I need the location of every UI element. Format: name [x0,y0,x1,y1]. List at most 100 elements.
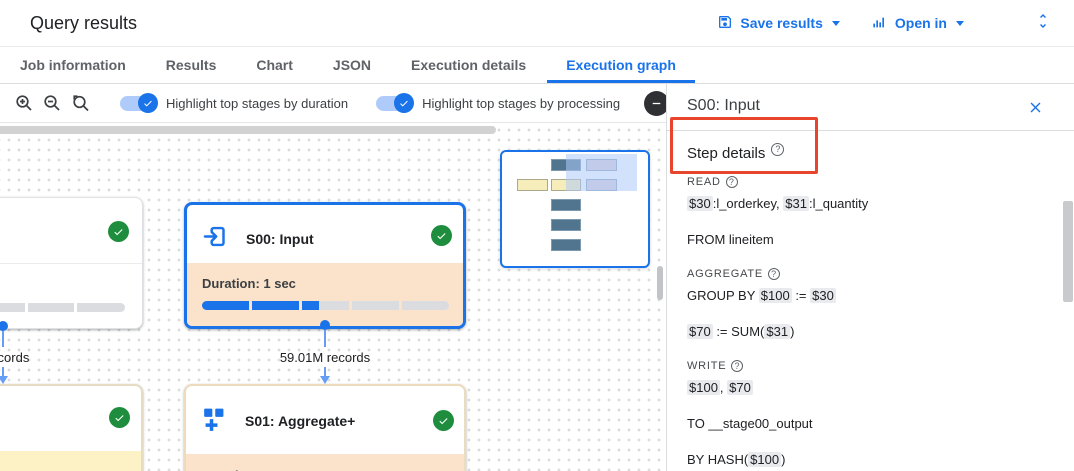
toggle-highlight-duration[interactable] [120,92,158,113]
help-icon[interactable]: ? [725,176,738,188]
panel-divider [667,130,1074,131]
tab-job-information[interactable]: Job information [20,56,126,73]
save-results-caret-icon [831,20,840,26]
step-details-heading: Step details? [687,142,785,162]
reset-zoom-icon [73,95,89,112]
save-results-button[interactable]: Save results [717,14,840,33]
open-in-button[interactable]: Open in [870,14,964,33]
toggle-highlight-processing[interactable] [376,92,415,113]
tab-bar: Job information Results Chart JSON Execution… [0,47,1074,84]
step-section-label: AGGREGATE? [687,267,1037,281]
step-value-line: GROUP BY $100 := $30 [687,288,836,303]
stage-progress-bar [0,303,128,312]
stage-card-left-bottom[interactable] [0,384,143,471]
stage-title: S01: Aggregate+ [245,412,356,429]
edge-line [2,367,4,376]
tab-execution-graph[interactable]: Execution graph [547,47,695,83]
stage-card-left-top[interactable] [0,197,143,329]
progress-segment [402,301,449,310]
panel-title: S00: Input [687,97,760,114]
step-value-line: $100, $70 [687,380,753,395]
reset-zoom-button[interactable] [70,91,90,115]
check-icon [400,100,408,106]
stage-card-s01[interactable]: S01: Aggregate+ Duration: [184,384,466,471]
vertical-scrollbar[interactable] [657,266,663,300]
stage-success-icon [109,407,130,428]
help-icon[interactable]: ? [731,360,744,372]
panel-scrollbar[interactable] [1063,201,1073,302]
execution-graph-pane: Highlight top stages by duration Highlig… [0,84,666,471]
stage-details-panel: S00: Input Step details? READ? $30:l_orde… [666,84,1074,471]
unfold-icon [1040,13,1046,28]
progress-segment [202,301,249,310]
zoom-out-icon [44,95,60,111]
tab-execution-details[interactable]: Execution details [411,56,527,73]
zoom-out-button[interactable] [42,91,62,115]
help-icon[interactable]: ? [771,142,785,156]
duration-highlight-area [187,263,463,326]
stage-success-icon [433,410,454,431]
minimap-viewport[interactable] [566,154,637,191]
tab-chart[interactable]: Chart [256,56,293,73]
horizontal-scrollbar[interactable] [0,126,496,134]
step-value-line: FROM lineitem [687,232,774,247]
help-icon[interactable]: ? [768,268,781,280]
stage-progress-bar [202,301,450,310]
stage-success-icon [108,221,129,242]
save-icon [717,14,733,33]
open-in-caret-icon [956,20,964,26]
aggregate-stage-icon [199,404,228,437]
stage-title: S00: Input [246,231,314,247]
progress-segment [252,301,299,310]
step-value-line: $70 := SUM($31) [687,324,795,339]
edge-dot [0,321,8,331]
close-icon [1030,102,1041,113]
step-value-line: TO __stage00_output [687,416,813,431]
header-actions: Save results Open in [717,11,1052,36]
toggle-third[interactable] [644,90,666,116]
execution-graph-canvas[interactable]: S00: Input Duration: 1 sec records [0,123,666,471]
progress-segment [352,301,399,310]
step-section-label: READ? [687,175,1037,189]
stage-duration-label: Duration: 1 sec [202,276,296,291]
open-in-label: Open in [894,15,947,31]
step-value-line: BY HASH($100) [687,452,786,467]
stage-card-s00[interactable]: S00: Input Duration: 1 sec [184,202,466,329]
minimap-stage-dark [551,199,581,211]
graph-toolbar: Highlight top stages by duration Highlig… [0,84,666,123]
check-icon [144,100,152,106]
edge-line [324,367,326,376]
minus-icon [652,102,661,104]
edge-dot [320,320,330,330]
edge-line [2,331,4,347]
progress-segment [302,301,349,310]
minimap-stage-dark [551,239,581,251]
zoom-in-button[interactable] [14,91,34,115]
minimap-stage-dark [551,219,581,231]
edge-arrowhead [320,376,330,384]
toggle-processing-label: Highlight top stages by processing [422,95,621,111]
tab-json[interactable]: JSON [332,56,372,73]
step-section-label: WRITE? [687,359,1037,373]
duration-highlight-area [186,454,464,471]
chart-icon [870,14,888,33]
minimap-stage-yellow [517,179,548,191]
edge-records-label: records [0,350,30,365]
processing-highlight-area [0,451,141,471]
tab-results[interactable]: Results [165,56,217,73]
collapse-expand-button[interactable] [1034,11,1052,36]
close-panel-button[interactable] [1027,99,1044,121]
graph-minimap[interactable] [500,150,650,268]
page-title: Query results [30,12,138,33]
toggle-duration-label: Highlight top stages by duration [166,95,349,111]
step-value-line: $30:l_orderkey, $31:l_quantity [687,196,869,211]
edge-arrowhead [0,376,8,384]
stage-success-icon [431,225,452,246]
header: Query results Save results Open in [0,0,1074,47]
save-results-label: Save results [740,15,823,31]
edge-records-label: 59.01M records [279,350,371,365]
zoom-in-icon [16,95,32,111]
input-stage-icon [200,223,229,255]
